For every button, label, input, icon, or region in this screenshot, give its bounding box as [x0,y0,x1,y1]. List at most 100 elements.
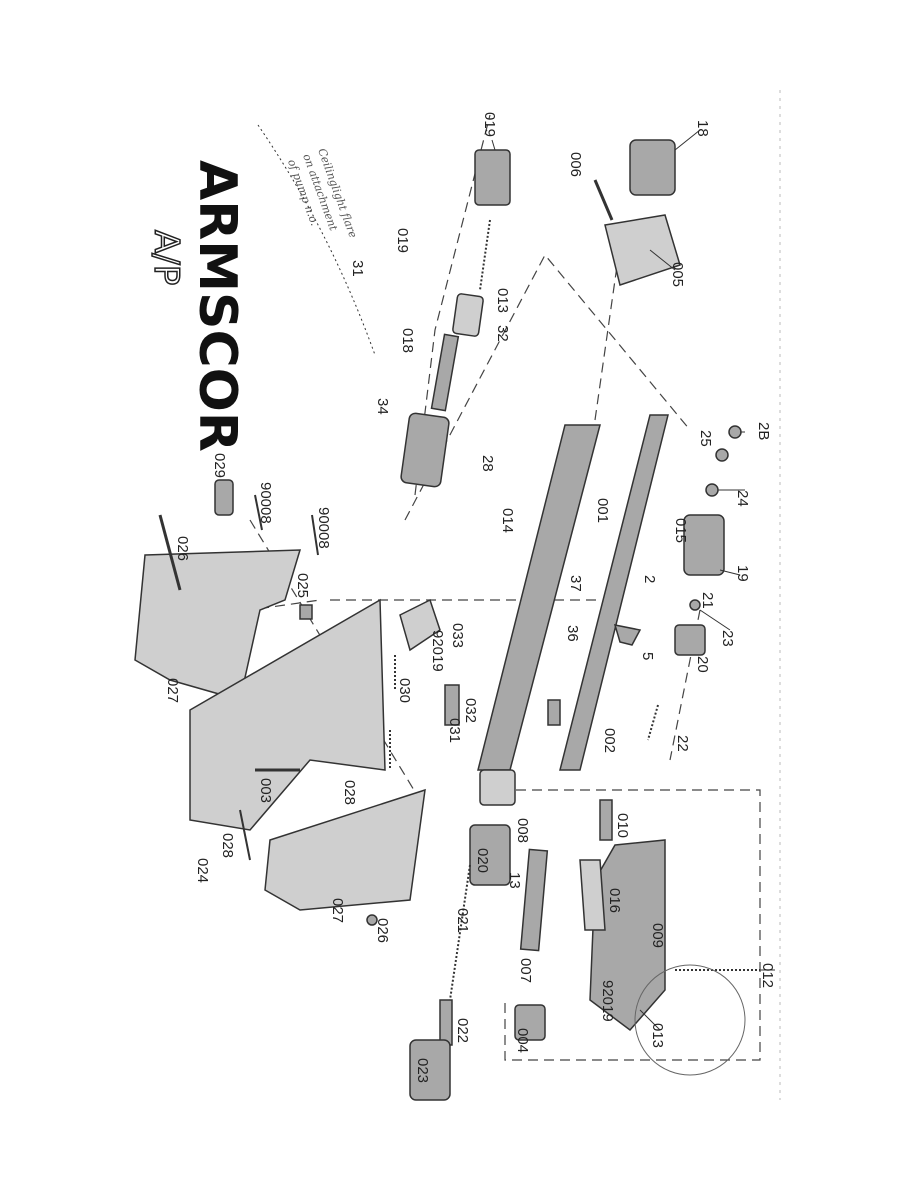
label-015: 015 [672,518,689,543]
arc-line [257,124,376,356]
part-022-rod [439,999,453,1046]
part-024-frame [189,598,386,831]
label-34: 34 [374,398,391,415]
leader-lines [491,129,775,1031]
part-033-trigger [399,598,441,652]
label-5: 5 [639,652,656,660]
label-13: 13 [506,872,523,889]
part-020 [469,824,511,886]
part-005-clamp [604,214,681,286]
part-027-grip-left [134,549,302,701]
part-023-knob [409,1039,451,1101]
brand-logo: ARMSCOR A/P [145,160,247,452]
label-23: 23 [719,630,736,647]
part-029 [214,479,234,516]
label-005: 005 [669,262,686,287]
label-37: 37 [567,575,584,592]
label-008: 008 [514,818,531,843]
label-033: 033 [449,623,466,648]
label-2b: 2B [755,422,772,440]
label-016: 016 [606,888,623,913]
label-012: 012 [759,963,776,988]
label-019-spring: 019 [394,228,411,253]
label-92019: 92019 [599,980,616,1022]
part-018-pin [430,333,460,412]
part-026-pin [158,514,182,591]
label-007: 007 [517,958,534,983]
part-019-sleeve [474,149,511,206]
part-013-valve [452,293,484,337]
label-90008: 90008 [257,482,274,524]
label-31: 31 [349,260,366,277]
part-031 [444,684,460,726]
label-2: 2 [641,575,658,583]
label-026-b: 026 [374,918,391,943]
label-22: 22 [674,735,691,752]
label-028: 028 [341,780,358,805]
label-010: 010 [614,813,631,838]
label-21: 21 [699,592,716,609]
label-022: 022 [454,1018,471,1043]
part-016 [579,859,606,931]
svg-text:A/P: A/P [146,230,186,285]
label-20: 20 [694,656,711,673]
part-027-grip-right [264,788,426,911]
label-002: 002 [601,728,618,753]
label-32: 32 [494,325,511,342]
part-28-body [400,412,450,488]
label-006: 006 [567,152,584,177]
part-24 [705,483,719,497]
label-18: 18 [694,120,711,137]
label-25: 25 [697,430,714,447]
part-2b [728,425,742,439]
label-028-b: 028 [219,833,236,858]
part-015-regulator [683,514,725,576]
label-027-b: 027 [329,898,346,923]
label-90008-b: 90008 [315,507,332,549]
part-001-barrel [559,414,669,771]
label-36: 36 [564,625,581,642]
label-031: 031 [446,718,463,743]
part-010 [599,799,613,841]
part-021-spring [449,864,471,1001]
part-90008a [254,494,263,531]
label-029: 029 [211,453,228,478]
label-001: 001 [594,498,611,523]
part-007-pump [519,848,549,952]
part-18-cap [629,139,676,196]
label-009: 009 [649,923,666,948]
label-013: 013 [494,288,511,313]
label-020: 020 [474,848,491,873]
label-92019-b: 92019 [429,630,446,672]
part-028-pin [239,809,251,861]
handwritten-note: Ceilinglight flare on attachment of pump… [285,147,360,241]
svg-text:ARMSCOR: ARMSCOR [187,160,247,452]
parts [134,139,760,1101]
label-018: 018 [399,328,416,353]
part-22-spring [647,704,659,741]
label-025: 025 [294,573,311,598]
label-023: 023 [414,1058,431,1083]
part-bolt [547,699,561,726]
label-004: 004 [514,1028,531,1053]
label-021: 021 [454,908,471,933]
part-019-spring [479,219,491,291]
part-labels: 019 019 31 013 32 018 34 28 006 005 18 0… [164,112,776,1083]
label-019: 019 [481,112,498,137]
label-027: 027 [164,678,181,703]
label-014: 014 [499,508,516,533]
label-024: 024 [194,858,211,883]
part-21 [689,599,701,611]
label-19: 19 [734,565,751,582]
label-032: 032 [462,698,479,723]
part-004 [514,1004,546,1041]
detail-circle [634,964,746,1076]
label-013-b: 013 [649,1023,666,1048]
part-006-screw [593,179,614,221]
part-026-nut [366,914,378,926]
part-25 [715,448,729,462]
part-025 [299,604,313,620]
part-20 [674,624,706,656]
label-003: 003 [257,778,274,803]
